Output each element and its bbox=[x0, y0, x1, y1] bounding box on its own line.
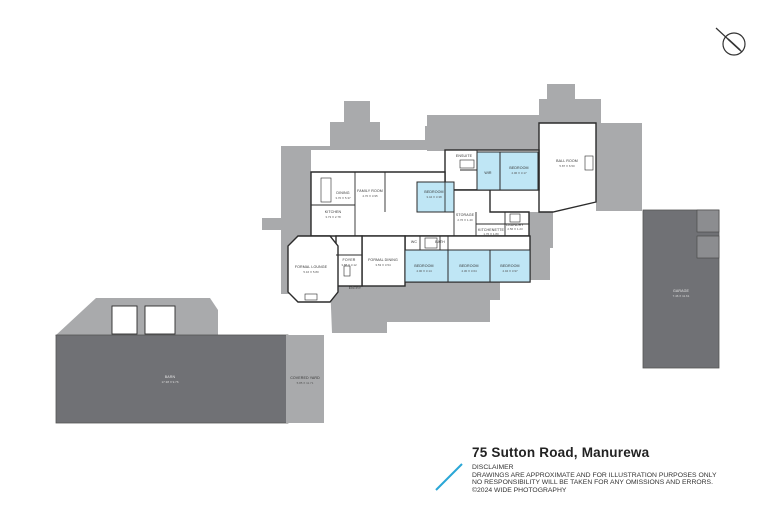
compass-icon bbox=[715, 27, 746, 56]
wet-areas bbox=[404, 151, 539, 283]
wc-label: WC bbox=[411, 240, 417, 244]
interior-walls bbox=[311, 150, 530, 256]
covered-yard-area bbox=[286, 335, 324, 423]
covered-yard-label: COVERED YARD bbox=[290, 376, 320, 380]
deck-bottom bbox=[330, 282, 500, 333]
foyer-stairs bbox=[343, 265, 351, 277]
formal-dining-room bbox=[361, 235, 406, 287]
deck-top-left bbox=[281, 126, 445, 150]
bedroom-4-label: BEDROOM bbox=[459, 264, 478, 268]
barn-dims: 17.38 X 9.76 bbox=[161, 380, 178, 384]
garage-dims: 7.46 X 11.61 bbox=[673, 294, 690, 298]
laundry-label: LAUNDRY bbox=[506, 223, 524, 227]
laundry-dims: 2.56 X 1.23 bbox=[507, 227, 523, 231]
dining-dims: 3.70 X 5.37 bbox=[335, 196, 351, 200]
kitchen-island bbox=[320, 177, 332, 203]
fixtures bbox=[304, 155, 594, 301]
bedroom-1-fill bbox=[499, 151, 539, 191]
bedroom-1-dims: 4.06 X 3.17 bbox=[511, 171, 527, 175]
garage-building: GARAGE 7.46 X 11.61 bbox=[642, 209, 720, 369]
bedroom-3-dims: 4.00 X 3.14 bbox=[416, 269, 432, 273]
bath-label: BATH bbox=[435, 240, 445, 244]
bath-tub bbox=[424, 237, 438, 249]
kitchenette-label: KITCHENETTE bbox=[478, 228, 505, 232]
barn-label: BARN bbox=[165, 375, 176, 379]
kitchen-label: KITCHEN bbox=[325, 210, 342, 214]
laundry-tub bbox=[509, 213, 521, 223]
foyer-room bbox=[335, 235, 363, 287]
ballroom-fixture bbox=[584, 155, 594, 171]
fireplace-hearth bbox=[304, 293, 318, 301]
formal-lounge-room bbox=[287, 235, 339, 303]
formal-lounge-label: FORMAL LOUNGE bbox=[295, 265, 328, 269]
deck-top-right bbox=[427, 115, 539, 151]
room-labels: BEDROOM 4.06 X 3.17 WIR ENSUITE BALL ROO… bbox=[295, 154, 578, 290]
ensuite-label: ENSUITE bbox=[456, 154, 473, 158]
deck-left-step bbox=[262, 218, 284, 230]
bedroom-1-label: BEDROOM bbox=[509, 166, 528, 170]
kitchenette-dims: 1.76 X 1.80 bbox=[483, 232, 499, 236]
garage-store-1 bbox=[696, 209, 720, 233]
barn-room-1 bbox=[111, 305, 138, 335]
bedroom-2-fill bbox=[416, 181, 455, 213]
bedroom-5-fill bbox=[489, 249, 531, 283]
garage-store-2 bbox=[696, 235, 720, 259]
deck-right-step bbox=[529, 212, 553, 248]
bedroom-3-label: BEDROOM bbox=[414, 264, 433, 268]
formal-lounge-dims: 5.16 X 5.80 bbox=[303, 270, 319, 274]
dining-label: DINING bbox=[336, 191, 349, 195]
accent-slash-icon bbox=[435, 463, 463, 491]
formal-dining-dims: 3.53 X 3.54 bbox=[375, 263, 391, 267]
disclaimer-line-2: NO RESPONSIBILITY WILL BE TAKEN FOR ANY … bbox=[472, 479, 713, 487]
deck-top-mid bbox=[330, 122, 380, 146]
ballroom-label: BALL ROOM bbox=[556, 159, 578, 163]
disclaimer-line-1: DRAWINGS ARE APPROXIMATE AND FOR ILLUSTR… bbox=[472, 471, 717, 479]
barn-room-2 bbox=[144, 305, 176, 335]
bedroom-2-label: BEDROOM bbox=[424, 190, 443, 194]
storage-dims: 2.76 X 1.40 bbox=[457, 218, 473, 222]
barn-building: BARN 17.38 X 9.76 COVERED YARD 5.85 X 11… bbox=[55, 298, 324, 424]
bedroom-2-dims: 3.44 X 3.38 bbox=[426, 195, 442, 199]
covered-yard-dims: 5.85 X 11.71 bbox=[297, 381, 314, 385]
deck-ballroom-top bbox=[539, 99, 601, 123]
bedroom-5-dims: 4.04 X 3.97 bbox=[502, 269, 518, 273]
wir-label: WIR bbox=[484, 171, 492, 175]
entry-label: ENTRY bbox=[349, 286, 362, 290]
storage-label: STORAGE bbox=[456, 213, 475, 217]
family-room-dims: 4.70 X 3.95 bbox=[362, 194, 378, 198]
property-address: 75 Sutton Road, Manurewa bbox=[472, 445, 650, 460]
family-room-label: FAMILY ROOM bbox=[357, 189, 383, 193]
disclaimer-block: DISCLAIMER DRAWINGS ARE APPROXIMATE AND … bbox=[472, 464, 716, 494]
ballroom-room bbox=[538, 122, 597, 213]
bedroom-4-fill bbox=[447, 249, 491, 283]
formal-dining-label: FORMAL DINING bbox=[368, 258, 398, 262]
garage-label: GARAGE bbox=[673, 289, 689, 293]
disclaimer-line-3: ©2024 WIDE PHOTOGRAPHY bbox=[472, 486, 567, 494]
bedroom-5-label: BEDROOM bbox=[500, 264, 519, 268]
ensuite-vanity bbox=[459, 159, 475, 169]
ballroom-dims: 5.87 X 6.50 bbox=[559, 164, 575, 168]
disclaimer-heading: DISCLAIMER bbox=[472, 464, 514, 471]
foyer-label: FOYER bbox=[343, 258, 356, 262]
deck-ballroom-right bbox=[596, 123, 642, 211]
bedroom-4-dims: 4.30 X 3.64 bbox=[461, 269, 477, 273]
foyer-dims: 3.88 X 3.12 bbox=[341, 263, 357, 267]
kitchen-dims: 3.73 X 2.78 bbox=[325, 215, 341, 219]
barn-room bbox=[55, 334, 289, 424]
